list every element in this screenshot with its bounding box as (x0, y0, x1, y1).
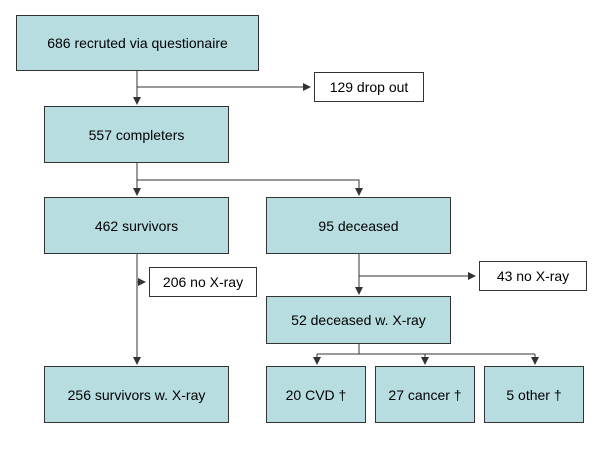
drop-out-box: 129 drop out (314, 72, 424, 102)
edge-completers-to-deceased (137, 179, 363, 196)
edge-split-bar (317, 344, 535, 355)
deceased-xray-box: 52 deceased w. X-ray (266, 296, 451, 344)
survivors-no-xray-box: 206 no X-ray (149, 267, 257, 297)
survivors-xray-box: 256 survivors w. X-ray (44, 366, 229, 423)
survivors-box: 462 survivors (44, 197, 229, 254)
recruited-box: 686 recruted via questionaire (16, 15, 259, 71)
cvd-box: 20 CVD † (266, 366, 366, 423)
deceased-no-xray-box: 43 no X-ray (479, 261, 587, 291)
cancer-box: 27 cancer † (375, 366, 475, 423)
completers-box: 557 completers (44, 106, 229, 163)
other-box: 5 other † (484, 366, 584, 423)
deceased-box: 95 deceased (266, 197, 451, 254)
